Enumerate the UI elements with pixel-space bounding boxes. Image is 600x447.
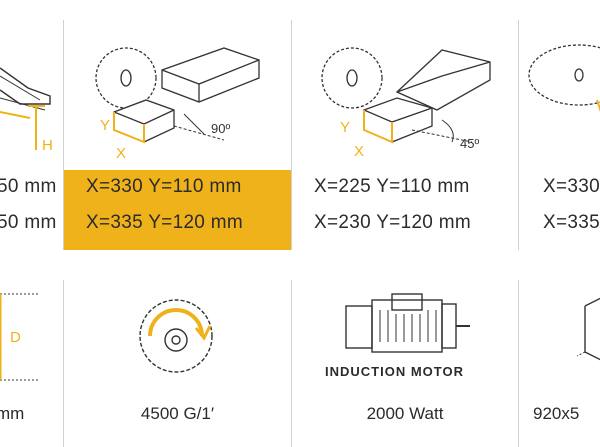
panel-cut-90: 90º Y X X=330 Y=110 mm X=335 Y=120 mm: [64, 0, 291, 260]
motor-label: INDUCTION MOTOR: [325, 364, 464, 379]
saw-blade-icon: [321, 47, 383, 109]
depth-icon: D: [0, 293, 40, 381]
cut-45-icon: 45º Y X: [321, 47, 491, 160]
panel-speed: 4500 G/1′: [64, 280, 291, 447]
blade-side-icon: [528, 44, 600, 113]
spec-row-2: X=230 Y=120 mm: [314, 212, 472, 233]
highlight-background: [64, 170, 291, 250]
spec-row-1: X=330: [543, 176, 600, 197]
axis-x-label: X: [116, 145, 126, 162]
panel-depth: D mm: [0, 280, 63, 447]
spec-row-2: 50 mm: [0, 212, 57, 233]
axis-y-label: Y: [340, 119, 350, 136]
panel-right-partial: X=330 X=335: [519, 0, 600, 260]
panel-cut-45: 45º Y X X=225 Y=110 mm X=230 Y=120 mm: [292, 0, 518, 260]
speed-caption: 4500 G/1′: [140, 404, 215, 423]
motor-caption: 2000 Watt: [366, 404, 444, 423]
label-h: H: [42, 137, 53, 154]
spec-row-1: X=225 Y=110 mm: [314, 176, 470, 197]
panel-size: 920x5: [519, 280, 600, 447]
motor-icon: [345, 293, 470, 353]
angle-label: 90º: [211, 121, 230, 136]
column-divider: [518, 280, 519, 447]
angle-label: 45º: [460, 136, 479, 151]
box-icon: [576, 297, 600, 361]
column-divider: [518, 20, 519, 250]
axis-x-label: X: [354, 143, 364, 160]
size-caption: 920x5: [533, 404, 580, 423]
column-divider: [63, 20, 64, 250]
axis-y-label: Y: [100, 117, 110, 134]
saw-speed-icon: [139, 299, 213, 373]
spec-row-1: 50 mm: [0, 176, 57, 197]
panel-left-partial: H 50 mm 50 mm: [0, 0, 63, 260]
spec-row-2: X=335 Y=120 mm: [86, 212, 244, 233]
cut-90-icon: 90º Y X: [95, 47, 260, 162]
saw-blade-icon: [95, 47, 157, 109]
column-divider: [63, 280, 64, 447]
column-divider: [291, 280, 292, 447]
panel-motor: INDUCTION MOTOR 2000 Watt: [292, 280, 518, 447]
column-divider: [291, 20, 292, 250]
spec-row-1: X=330 Y=110 mm: [86, 176, 242, 197]
block-height-icon: H: [0, 67, 53, 154]
spec-row-2: X=335: [543, 212, 600, 233]
label-d: D: [10, 329, 21, 346]
depth-caption: mm: [0, 404, 25, 423]
